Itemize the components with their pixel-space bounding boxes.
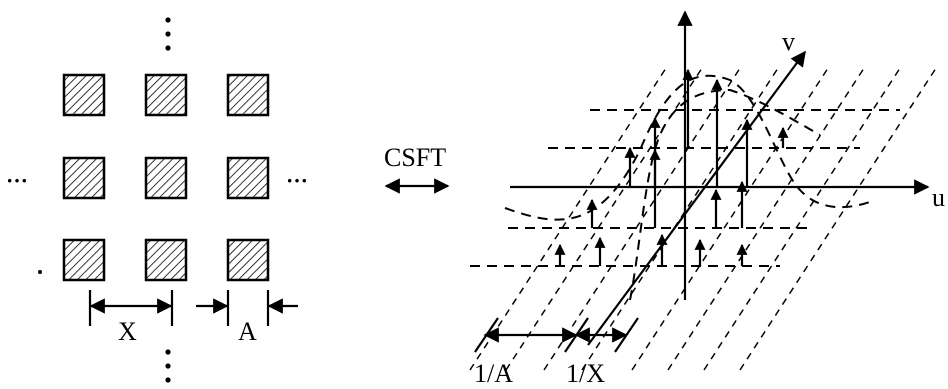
grid-square xyxy=(144,156,188,200)
grid-square xyxy=(226,238,270,282)
grid-square xyxy=(62,156,106,200)
axis-v xyxy=(587,50,806,346)
grid-square xyxy=(62,73,106,117)
grid-square xyxy=(226,156,270,200)
transform-label: CSFT xyxy=(384,143,446,172)
impulse-arrows xyxy=(554,68,789,266)
grid-square xyxy=(62,238,106,282)
grid-square xyxy=(144,73,188,117)
freq-width-label: 1/A xyxy=(474,359,513,388)
spacing-dimension xyxy=(88,290,174,326)
vertical-ellipsis-top xyxy=(165,17,171,51)
stray-dot xyxy=(38,270,42,274)
grid-square xyxy=(144,238,188,282)
frequency-dimensions xyxy=(474,317,639,353)
square-grid xyxy=(62,73,270,282)
horizontal-ellipsis-right: ··· xyxy=(286,168,308,193)
width-dimension xyxy=(196,290,298,326)
freq-spacing-label: 1/X xyxy=(566,359,605,388)
sinc-envelope xyxy=(504,74,876,301)
axis-u-label: u xyxy=(932,183,945,212)
grid-square xyxy=(226,73,270,117)
width-label: A xyxy=(238,317,257,346)
horizontal-ellipsis-left: ··· xyxy=(6,168,28,193)
horizontal-lattice-lines xyxy=(470,109,900,267)
vertical-ellipsis-bottom xyxy=(165,349,171,383)
spacing-label: X xyxy=(118,317,137,346)
axis-v-label: v xyxy=(782,27,795,56)
